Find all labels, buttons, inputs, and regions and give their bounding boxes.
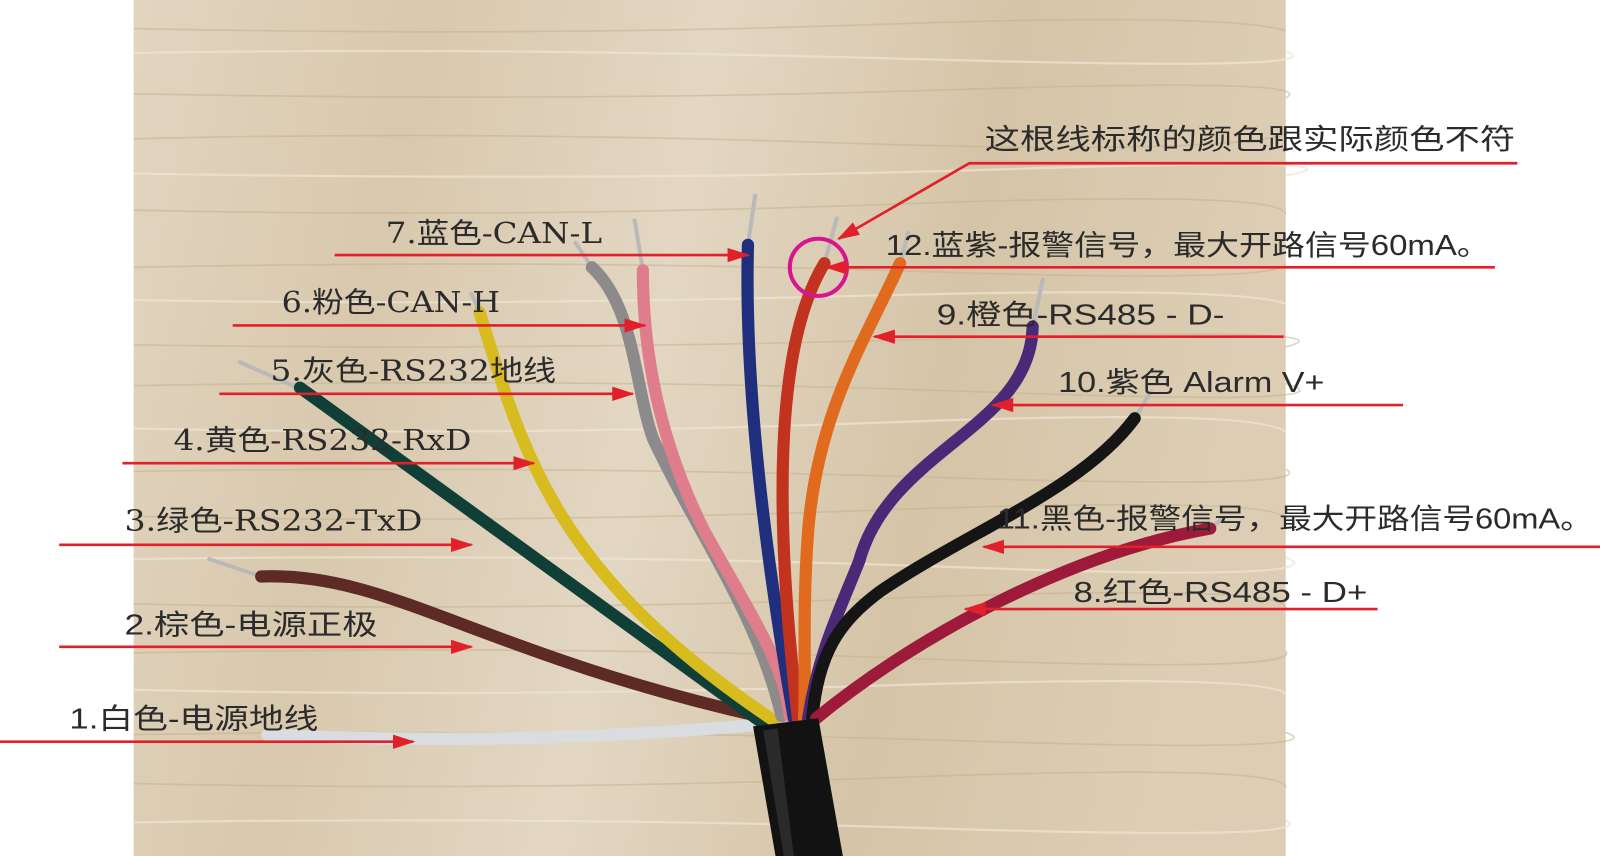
label-wire-3: 3.绿色-RS232-TxD xyxy=(124,504,422,538)
label-wire-12: 12.蓝紫-报警信号，最大开路信号60mA。 xyxy=(886,230,1490,262)
cable-jacket xyxy=(753,718,843,856)
label-wire-1: 1.白色-电源地线 xyxy=(69,703,318,735)
label-wire-5: 5.灰色-RS232地线 xyxy=(270,354,556,388)
pointer-lines xyxy=(0,161,1600,749)
pointer-note xyxy=(837,161,1518,240)
wire-labels: 这根线标称的颜色跟实际颜色不符 7.蓝色-CAN-L 12.蓝紫-报警信号，最大… xyxy=(69,122,1592,736)
wire-orange xyxy=(797,257,907,725)
label-wire-6: 6.粉色-CAN-H xyxy=(282,285,500,319)
label-wire-10: 10.紫色 Alarm V+ xyxy=(1058,367,1324,399)
wire-pink xyxy=(636,264,796,723)
wood-grain xyxy=(133,18,1308,835)
label-wire-9: 9.橙色-RS485 - D- xyxy=(937,299,1225,331)
wire-grey xyxy=(585,261,788,723)
label-wire-2: 2.棕色-电源正极 xyxy=(124,610,377,642)
wire-green xyxy=(293,381,774,733)
wood-photo xyxy=(133,0,1308,856)
wire-crimson xyxy=(810,522,1217,725)
wire-white xyxy=(261,718,770,746)
wire-yellow xyxy=(473,306,780,727)
label-wire-11: 11.黑色-报警信号，最大开路信号60mA。 xyxy=(997,503,1593,535)
wire-blue xyxy=(741,238,800,725)
label-wire-4: 4.黄色-RS232-RxD xyxy=(173,423,471,457)
wire-black xyxy=(806,412,1141,725)
label-wire-8: 8.红色-RS485 - D+ xyxy=(1073,577,1367,609)
label-wire-7: 7.蓝色-CAN-L xyxy=(386,216,602,250)
wire-brown xyxy=(255,570,766,723)
color-mismatch-note: 这根线标称的颜色跟实际颜色不符 xyxy=(985,122,1516,156)
